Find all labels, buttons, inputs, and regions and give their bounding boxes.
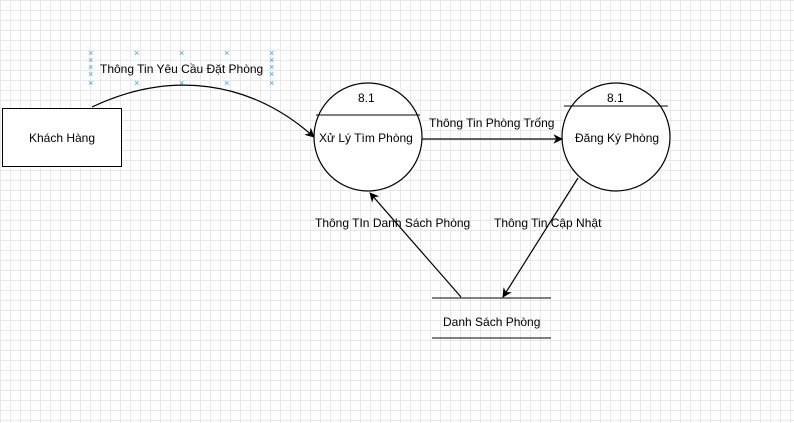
flow-cap-nhat-edge[interactable] (502, 177, 579, 298)
process-label-dang-ky: Đăng Ký Phòng (575, 131, 660, 145)
flow-label-danh-sach-phong: Thông TIn Danh Sách Phòng (315, 216, 471, 230)
selection-handle-icon[interactable]: × (224, 78, 230, 88)
selection-handle-icon[interactable]: × (269, 48, 275, 58)
selection-handle-icon[interactable]: × (179, 78, 185, 88)
external-entity-label: Khách Hàng (28, 130, 96, 145)
flow-label-yeu-cau-dat-phong[interactable]: Thông Tin Yêu Cầu Đặt Phòng (100, 62, 264, 76)
process-label-xu-ly: Xử Lý Tìm Phòng (319, 131, 413, 145)
data-store-danh-sach-phong[interactable] (432, 297, 551, 339)
flow-danh-sach-phong-edge[interactable] (369, 192, 462, 298)
selection-handle-icon[interactable]: × (269, 69, 275, 79)
selection-handle-icon[interactable]: × (224, 48, 230, 58)
process-id-dang-ky: 8.1 (607, 91, 624, 105)
flow-label-cap-nhat: Thông Tin Cập Nhật (494, 216, 602, 230)
data-store-label: Danh Sách Phòng (443, 315, 541, 329)
selection-handle-icon[interactable]: × (179, 48, 185, 58)
selection-handle-icon[interactable]: × (269, 78, 275, 88)
selection-handle-icon[interactable]: × (269, 62, 275, 72)
flow-label-phong-trong: Thông Tin Phòng Trống (429, 116, 555, 130)
selection-handle-icon[interactable]: × (134, 78, 140, 88)
selection-handle-icon[interactable]: × (88, 62, 94, 72)
external-entity-khach-hang[interactable]: Khách Hàng (2, 108, 122, 167)
selection-handle-icon[interactable]: × (88, 48, 94, 58)
selection-handle-icon[interactable]: × (88, 69, 94, 79)
selection-handle-icon[interactable]: × (88, 78, 94, 88)
process-id-xu-ly: 8.1 (358, 91, 375, 105)
selection-handle-icon[interactable]: × (88, 55, 94, 65)
flow-yeu-cau-dat-phong-edge[interactable] (91, 84, 315, 138)
selection-handle-icon[interactable]: × (269, 55, 275, 65)
selection-handle-icon[interactable]: × (134, 48, 140, 58)
